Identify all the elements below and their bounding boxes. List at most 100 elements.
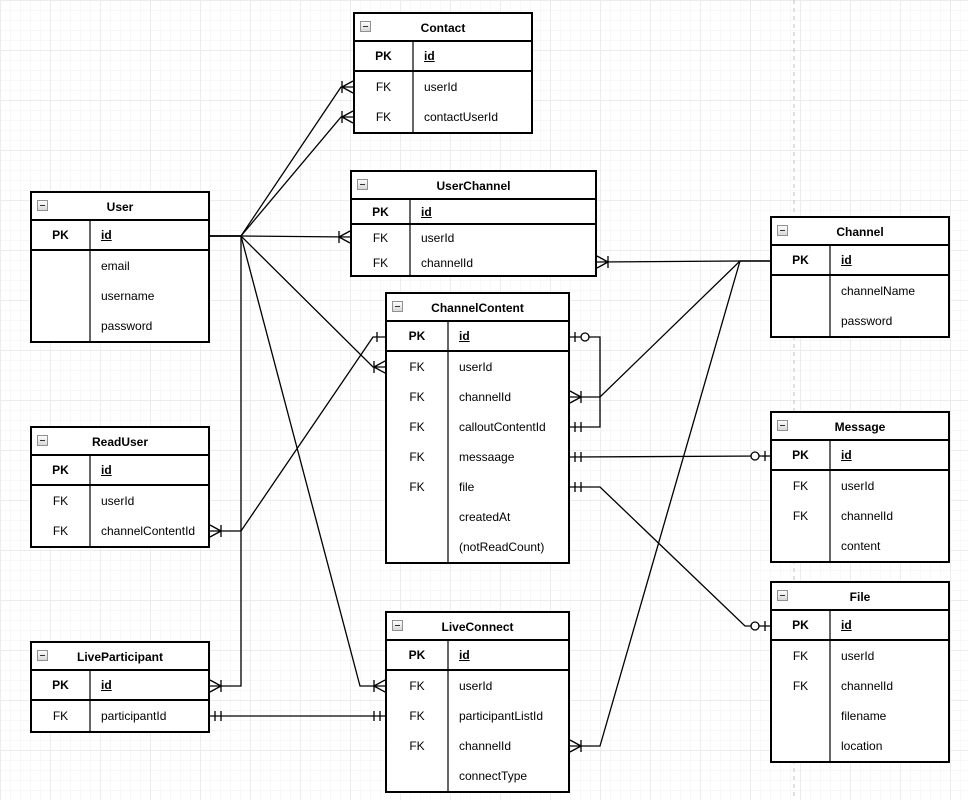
collapse-icon[interactable] (37, 650, 48, 661)
entity-title-bar[interactable]: LiveConnect (387, 613, 568, 641)
relationship-User.id-UserChannel.userId[interactable] (210, 230, 351, 244)
relationship-ChannelContent.id-ChannelContent.calloutContentId[interactable] (570, 332, 601, 432)
entity-title-bar[interactable]: User (32, 193, 208, 221)
collapse-icon[interactable] (37, 435, 48, 446)
relationship-User.id-LiveConnect.userId[interactable] (210, 235, 386, 693)
collapse-icon[interactable] (37, 200, 48, 211)
collapse-icon[interactable] (777, 225, 788, 236)
relationship-line[interactable] (210, 235, 242, 687)
entity-row[interactable]: username (32, 281, 208, 311)
relationship-LiveParticipant.participantId-LiveConnect.participantListId[interactable] (210, 711, 385, 721)
collapse-icon[interactable] (392, 620, 403, 631)
entity-title-bar[interactable]: Contact (355, 14, 531, 42)
entity-row[interactable]: createdAt (387, 502, 568, 532)
relationship-line[interactable] (570, 260, 770, 747)
row-field-name: channelName (829, 276, 948, 306)
entity-title-bar[interactable]: Channel (772, 218, 948, 246)
entity-row[interactable]: password (32, 311, 208, 341)
relationship-line[interactable] (570, 486, 770, 627)
relationship-line[interactable] (570, 336, 601, 428)
entity-row[interactable]: channelName (772, 276, 948, 306)
entity-title-bar[interactable]: ReadUser (32, 428, 208, 456)
relationship-User.id-Contact.userId[interactable] (210, 80, 354, 237)
entity-row[interactable]: filename (772, 701, 948, 731)
entity-title: User (106, 200, 134, 214)
cardinality-marker (596, 255, 609, 269)
entity-row[interactable]: (notReadCount) (387, 532, 568, 562)
entity-title-bar[interactable]: UserChannel (352, 172, 595, 200)
row-field-name: password (89, 311, 208, 341)
collapse-icon[interactable] (360, 21, 371, 32)
entity-title-bar[interactable]: ChannelContent (387, 294, 568, 322)
relationship-LiveConnect.channelId-Channel.id[interactable] (569, 260, 770, 753)
row-field-name: id (89, 456, 208, 484)
entity-row[interactable]: password (772, 306, 948, 336)
relationship-ChannelContent.messaage-Message.id[interactable] (569, 451, 771, 462)
relationship-User.id-Contact.contactUserId[interactable] (210, 110, 354, 237)
entity-title-bar[interactable]: LiveParticipant (32, 643, 208, 671)
collapse-icon[interactable] (777, 420, 788, 431)
relationship-User.id-LiveParticipant.id[interactable] (209, 235, 242, 693)
entity-title: UserChannel (436, 179, 511, 193)
entity-title-bar[interactable]: File (772, 583, 948, 611)
relationship-line[interactable] (569, 455, 771, 458)
cardinality-marker (341, 80, 354, 94)
relationship-ReadUser.channelContentId-ChannelContent.id[interactable] (209, 332, 385, 538)
entity-title-bar[interactable]: Message (772, 413, 948, 441)
entity-row[interactable]: content (772, 531, 948, 561)
relationship-line[interactable] (210, 336, 385, 532)
entity-row[interactable]: email (32, 251, 208, 281)
relationship-line[interactable] (210, 235, 385, 687)
collapse-icon[interactable] (777, 590, 788, 601)
relationship-line[interactable] (210, 86, 353, 237)
relationship-UserChannel.channelId-Channel.id[interactable] (596, 255, 770, 269)
relationship-ChannelContent.file-File.id[interactable] (570, 482, 770, 631)
entity-row[interactable]: location (772, 731, 948, 761)
entity-row[interactable]: connectType (387, 761, 568, 791)
entity-title: Contact (420, 21, 466, 35)
collapse-icon[interactable] (392, 301, 403, 312)
collapse-icon[interactable] (357, 179, 368, 190)
row-field-name: id (829, 246, 948, 274)
